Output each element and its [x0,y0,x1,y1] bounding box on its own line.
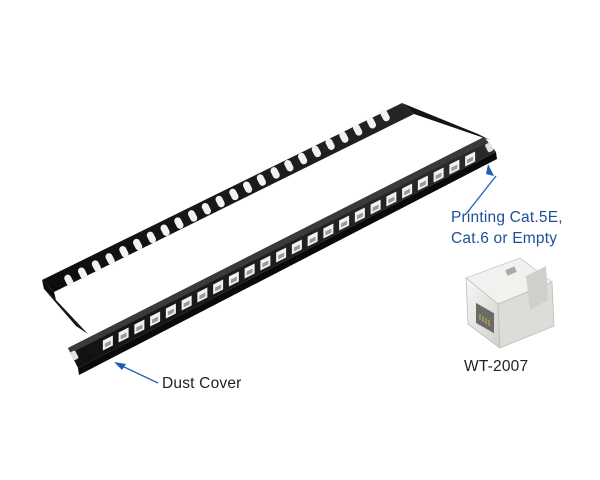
front-port [244,263,255,279]
rear-slot-group [64,109,390,287]
front-port-group [102,151,476,351]
rear-slot [270,167,280,179]
dust-cover-arrow [114,362,159,384]
rear-slot [297,152,308,165]
rear-slot [284,160,294,172]
front-port [386,191,397,207]
rear-slot [242,181,253,193]
front-port [417,175,428,191]
front-port [276,247,287,263]
right-arm [402,103,490,140]
jack-clip [526,266,548,310]
rear-slot [311,145,322,158]
rear-slot [339,131,349,143]
front-port [118,327,129,343]
rear-slot [91,260,102,272]
left-arm [44,289,88,334]
rear-slot [215,195,225,208]
rear-slot [64,274,74,287]
front-port [402,183,413,199]
printing-callout: Printing Cat.5E, Cat.6 or Empty [451,207,563,249]
front-port [465,151,476,167]
front-port [339,215,350,231]
printing-arrow [465,164,497,215]
front-port [213,279,224,295]
front-port [370,199,381,215]
rear-slot [146,231,157,244]
front-port [197,287,208,303]
front-port [291,239,302,255]
jack-notch [505,266,517,276]
front-port [260,255,271,271]
left-mount-hole [70,350,79,361]
printing-callout-line2: Cat.6 or Empty [451,230,558,247]
rear-slot [119,246,129,258]
rear-bar [42,103,414,300]
front-port [165,303,176,319]
front-port [228,271,239,287]
rear-slot [229,188,239,201]
dust-cover-label: Dust Cover [162,375,242,392]
rear-slot [201,203,212,215]
rear-slot [132,238,143,251]
front-port [354,207,365,223]
jack-pins [479,314,490,326]
rear-slot [187,210,198,222]
front-panel [68,137,497,375]
rear-slot [352,124,363,136]
rear-slot [256,174,267,186]
front-port [181,295,192,311]
front-port [307,231,318,247]
rear-slot [366,117,377,129]
model-label: WT-2007 [464,358,529,375]
rear-slot [77,267,88,279]
rear-slot [380,109,390,122]
rear-slot [160,224,170,236]
rear-slot [174,217,184,229]
front-port [150,311,161,327]
front-port [134,319,145,335]
right-mount-hole [485,142,494,153]
printing-callout-line1: Printing Cat.5E, [451,209,563,226]
rear-slot [325,138,335,150]
front-port [449,159,460,175]
front-port [102,335,113,351]
front-port [433,167,444,183]
rear-slot [105,253,115,265]
front-port [323,223,334,239]
keystone-jack [465,257,555,349]
